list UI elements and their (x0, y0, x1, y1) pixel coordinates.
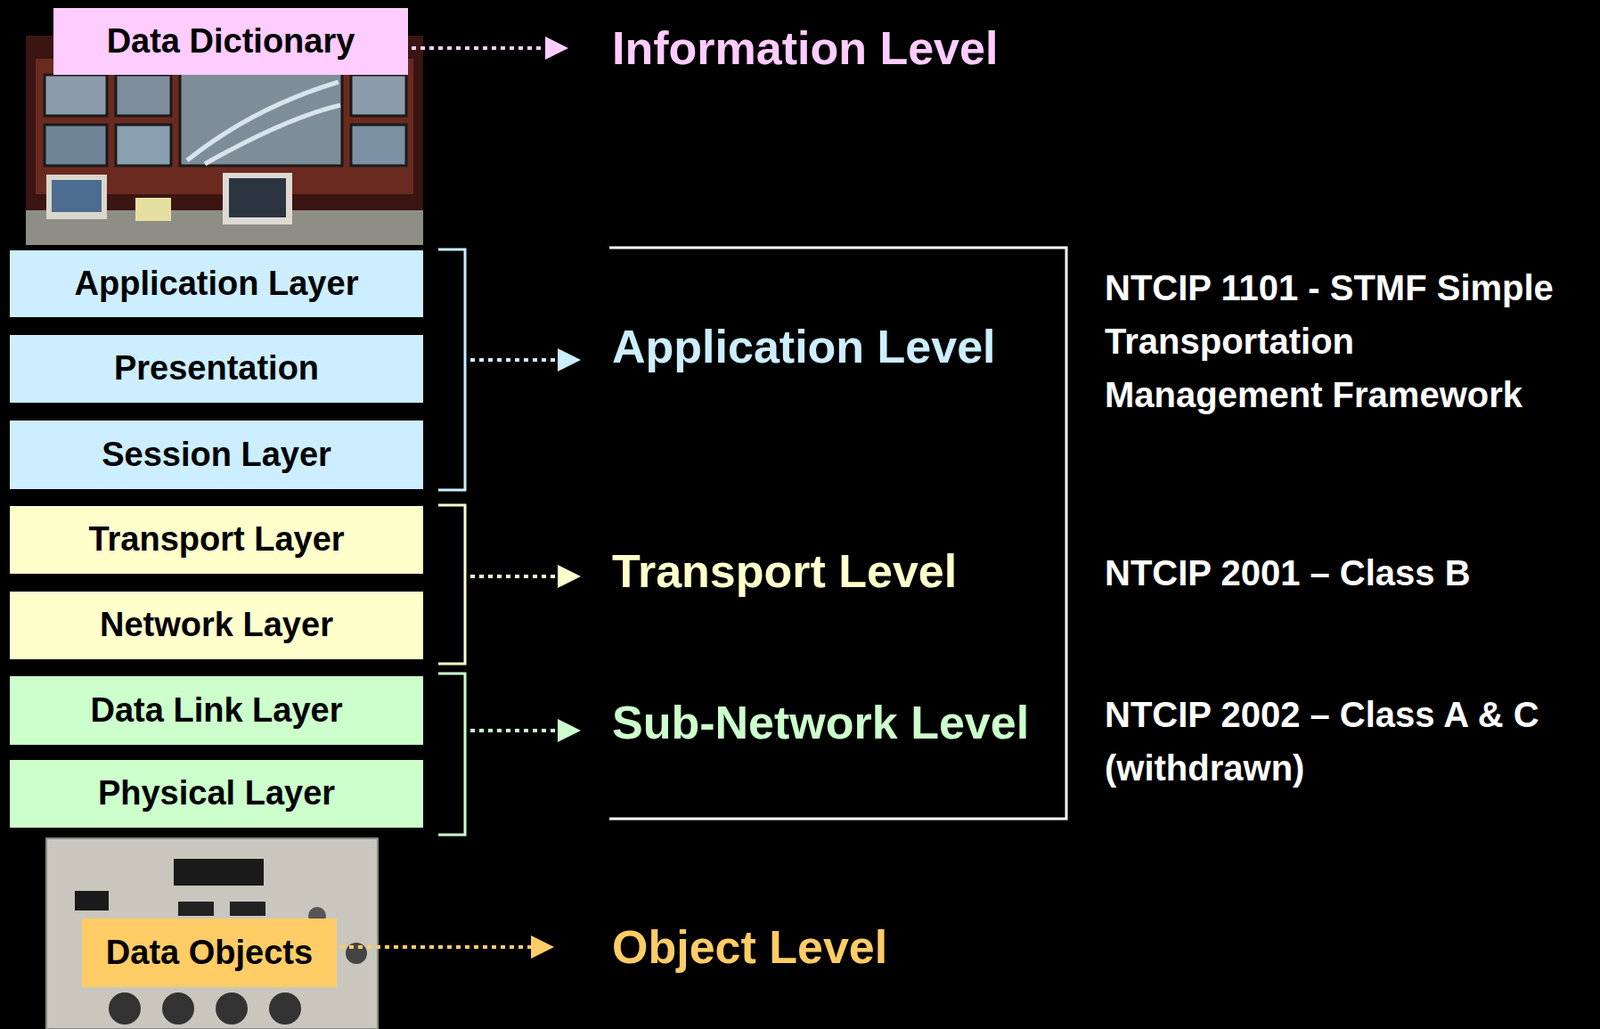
monitor (44, 124, 107, 166)
keypad (178, 901, 214, 916)
box-label: Physical Layer (97, 773, 335, 815)
standard-note: NTCIP 2002 – Class A & C (withdrawn) (1104, 687, 1555, 795)
monitor (44, 74, 107, 116)
video-wall (179, 67, 343, 166)
monitor (351, 124, 407, 166)
layer-box: Physical Layer (9, 759, 424, 828)
dotted-arrow (470, 358, 558, 362)
dotted-arrow (340, 945, 531, 949)
layer-box: Network Layer (9, 591, 424, 660)
level-label: Object Level (612, 919, 888, 975)
layer-box: Transport Layer (9, 506, 424, 574)
monitor (115, 74, 172, 116)
standard-note: NTCIP 1101 - STMF Simple Transportation … (1104, 261, 1555, 422)
arrow-head (530, 935, 555, 959)
dotted-arrow (470, 728, 558, 733)
bracket (438, 505, 466, 664)
computer-screen (51, 179, 102, 213)
connector (269, 992, 302, 1025)
connector (162, 992, 195, 1025)
standard-note: NTCIP 2001 – Class B (1104, 546, 1555, 600)
dotted-arrow (470, 574, 558, 579)
highway-image (187, 81, 341, 164)
controller-housing (46, 838, 378, 1029)
dictionary-box: Data Dictionary (53, 8, 409, 75)
bracket (438, 673, 466, 835)
connector (108, 992, 141, 1025)
box-label: Presentation (114, 348, 319, 390)
box-label: Network Layer (99, 604, 334, 646)
monitor (115, 124, 172, 166)
box-label: Transport Layer (88, 519, 344, 561)
arrow-head (557, 718, 581, 743)
computer-monitor (46, 174, 107, 220)
keypad (229, 901, 266, 916)
level-frame (609, 247, 1067, 819)
computer-screen (228, 178, 286, 218)
computer-monitor (222, 172, 293, 225)
bracket (438, 249, 466, 490)
box-label: Session Layer (101, 434, 332, 476)
layer-box: Data Link Layer (9, 676, 424, 745)
layer-box: Application Layer (9, 250, 424, 318)
box-label: Data Objects (106, 932, 313, 974)
layer-box: Presentation (9, 334, 424, 403)
monitor (351, 74, 407, 116)
arrow-head (545, 36, 569, 60)
connector (215, 992, 248, 1025)
dotted-arrow (411, 46, 546, 50)
box-label: Data Dictionary (106, 21, 356, 63)
box-label: Data Link Layer (90, 690, 343, 732)
arrow-head (557, 564, 581, 588)
connector (345, 942, 368, 964)
arrow-head (557, 348, 581, 372)
level-label: Application Level (612, 318, 996, 375)
objects-box: Data Objects (81, 918, 337, 988)
layer-box: Session Layer (9, 420, 424, 490)
level-label: Information Level (612, 20, 998, 76)
controller-display (173, 858, 264, 886)
controller-display (74, 890, 109, 911)
controller-photo (46, 838, 378, 1029)
computer-monitor (135, 197, 172, 221)
level-label: Sub-Network Level (612, 694, 1029, 751)
box-label: Application Layer (74, 263, 360, 305)
level-label: Transport Level (612, 543, 957, 599)
